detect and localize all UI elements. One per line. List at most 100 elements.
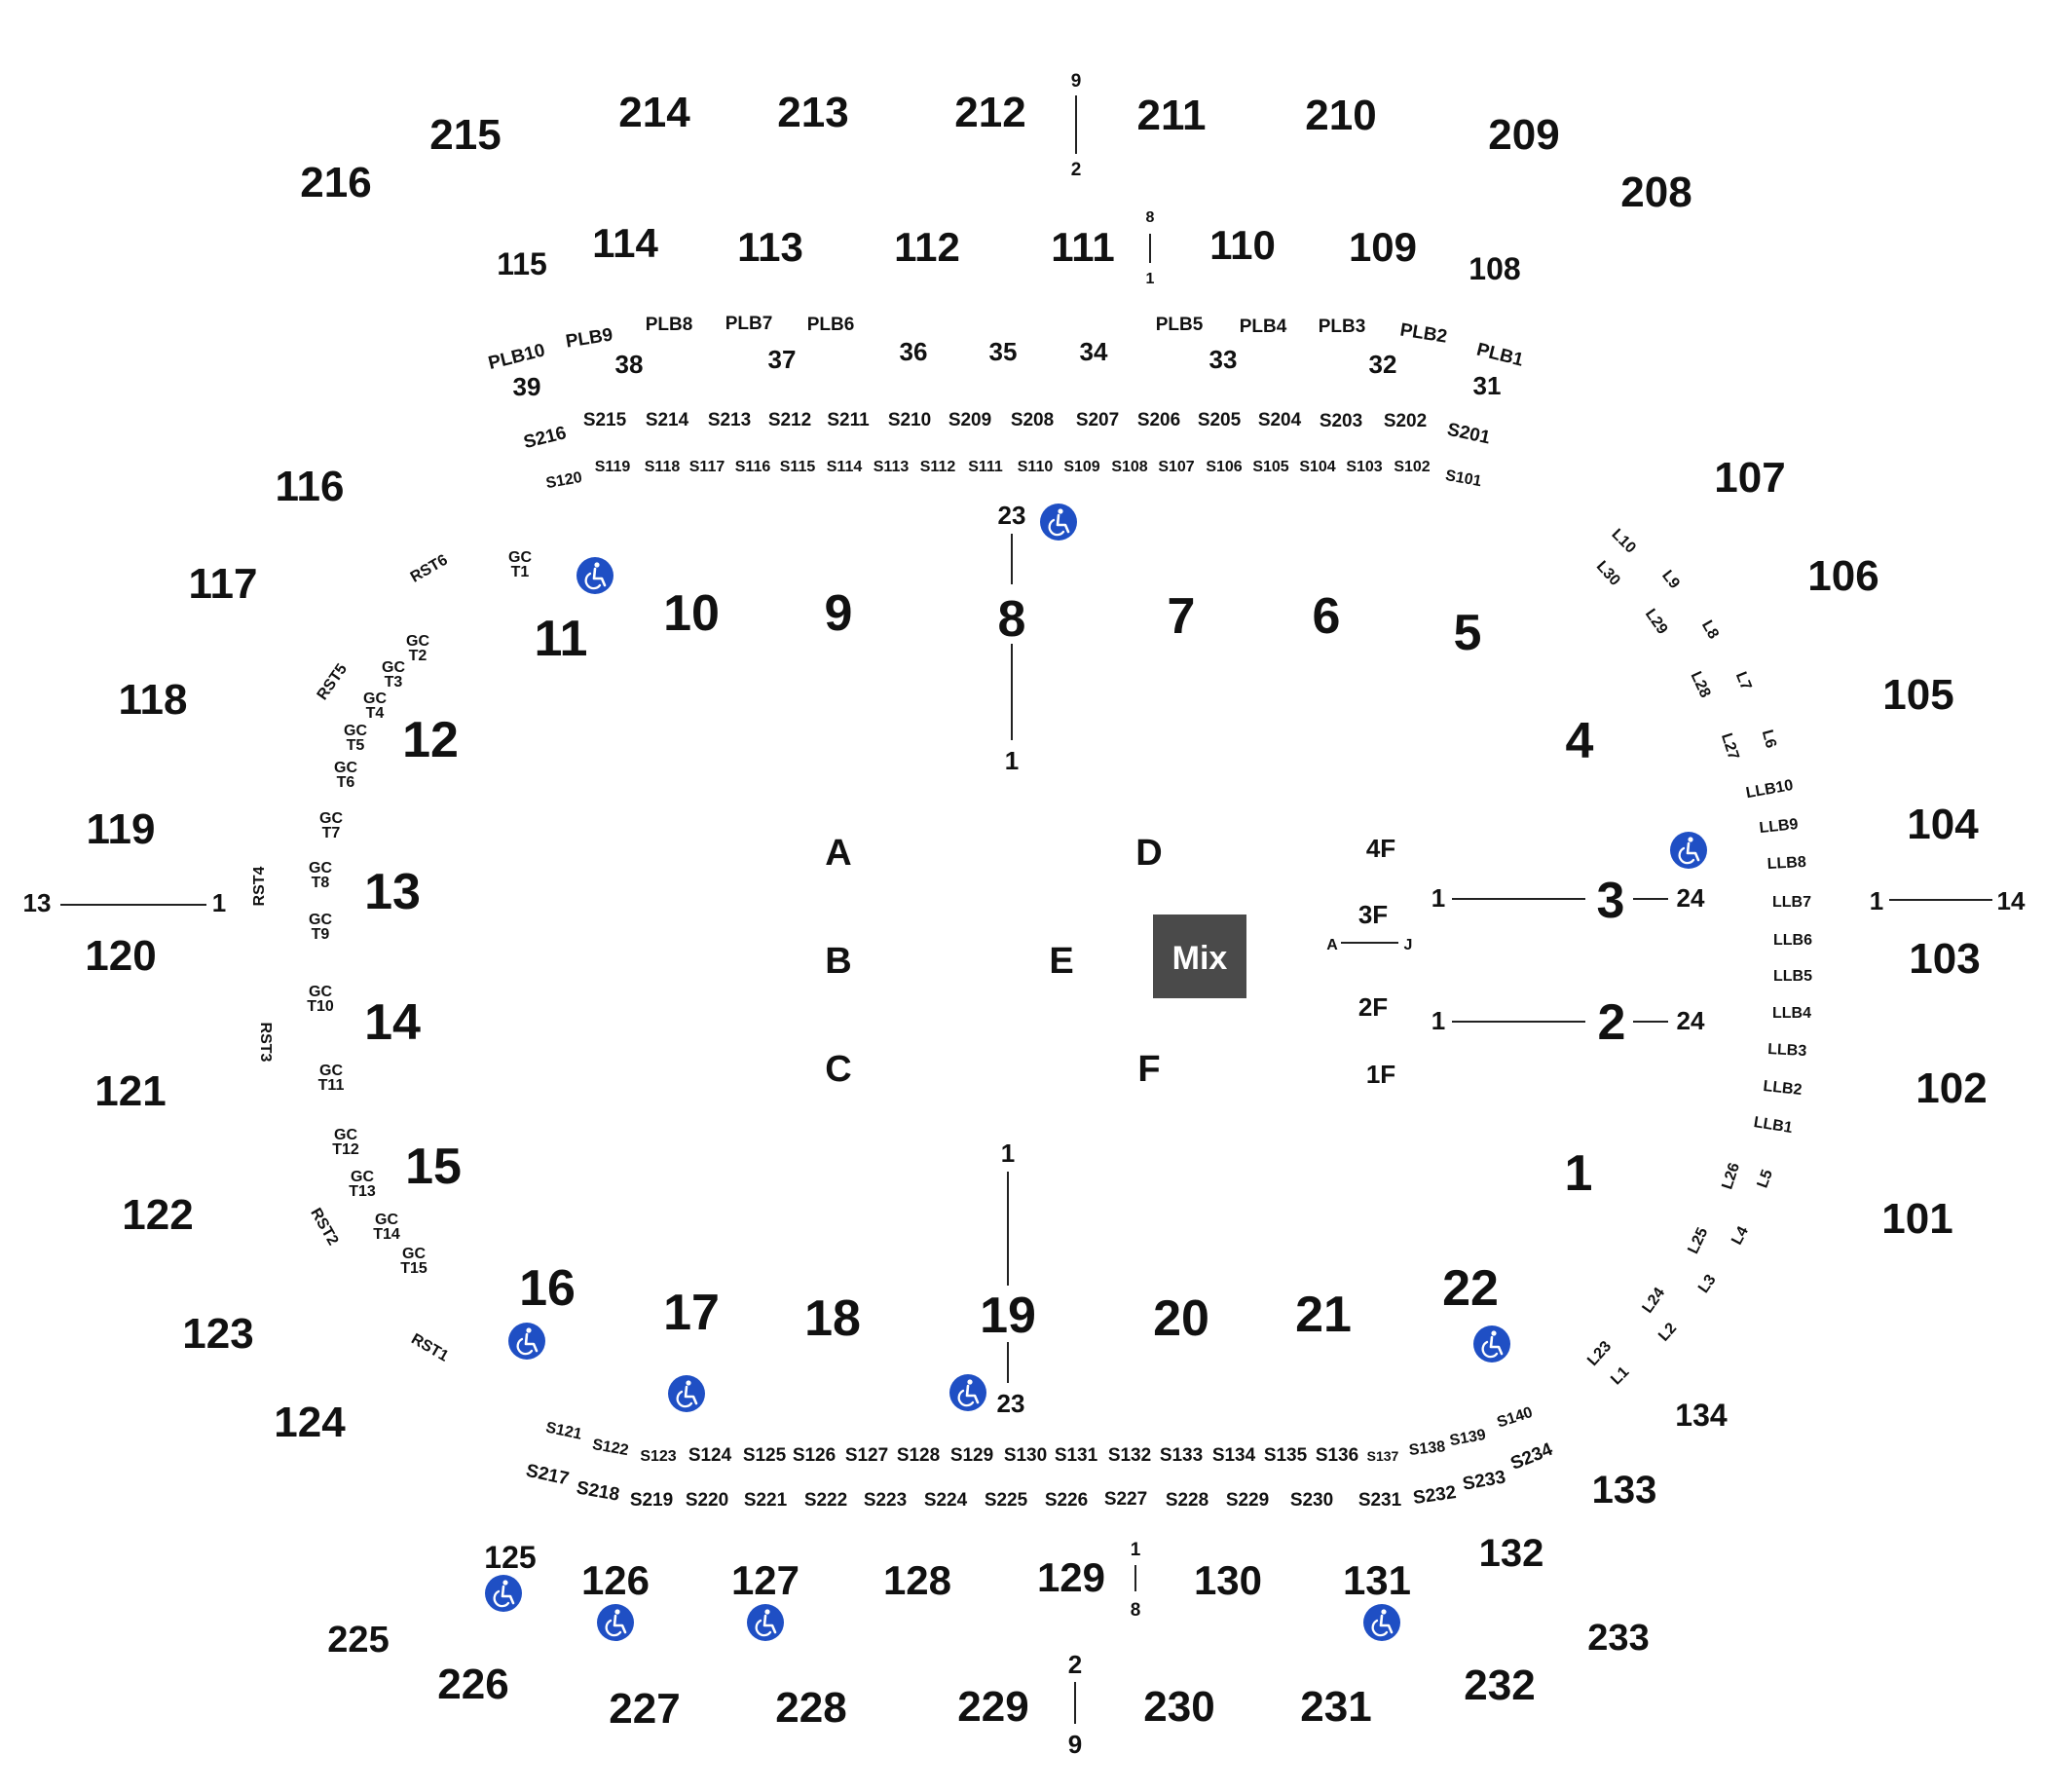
suite-s203[interactable]: S203 [1320,411,1362,431]
suite-s120[interactable]: S120 [544,469,583,492]
suite-s228[interactable]: S228 [1166,1490,1208,1511]
loge-l25[interactable]: L25 [1685,1225,1711,1256]
suite-s137[interactable]: S137 [1367,1448,1399,1464]
section-233[interactable]: 233 [1587,1618,1649,1659]
section-210[interactable]: 210 [1305,92,1376,139]
suite-s213[interactable]: S213 [708,410,751,430]
section-19[interactable]: 19 [980,1288,1036,1344]
box-llb4[interactable]: LLB4 [1772,1005,1811,1022]
suite-s116[interactable]: S116 [735,459,771,475]
section-20[interactable]: 20 [1153,1290,1209,1347]
section-128[interactable]: 128 [883,1557,951,1603]
section-228[interactable]: 228 [775,1684,846,1732]
section-212[interactable]: 212 [954,89,1025,136]
wheelchair-icon[interactable] [666,1373,707,1414]
suite-s216[interactable]: S216 [522,423,569,453]
floor-section-f[interactable]: F [1137,1049,1160,1090]
section-3[interactable]: 3 [1597,873,1625,929]
section-115[interactable]: 115 [497,246,547,281]
box-llb2[interactable]: LLB2 [1763,1078,1803,1099]
section-102[interactable]: 102 [1915,1064,1987,1112]
box-llb1[interactable]: LLB1 [1753,1114,1794,1137]
section-105[interactable]: 105 [1882,671,1953,719]
suite-s110[interactable]: S110 [1018,459,1054,475]
section-125[interactable]: 125 [484,1540,536,1575]
section-129[interactable]: 129 [1037,1554,1105,1600]
suite-s223[interactable]: S223 [864,1490,907,1511]
section-112[interactable]: 112 [894,224,960,270]
suite-s114[interactable]: S114 [827,459,863,475]
box-plb10[interactable]: PLB10 [486,340,546,374]
box-plb7[interactable]: PLB7 [725,314,773,334]
wheelchair-icon[interactable] [506,1321,547,1362]
section-124[interactable]: 124 [274,1399,346,1446]
floor-section-b[interactable]: B [825,941,851,982]
section-127[interactable]: 127 [731,1557,799,1603]
section-104[interactable]: 104 [1907,801,1979,848]
section-38[interactable]: 38 [615,350,644,379]
wheelchair-icon[interactable] [575,555,615,596]
section-110[interactable]: 110 [1209,222,1276,268]
section-117[interactable]: 117 [189,560,258,608]
section-7[interactable]: 7 [1168,588,1196,645]
suite-s135[interactable]: S135 [1264,1445,1308,1466]
suite-s234[interactable]: S234 [1507,1439,1555,1475]
section-226[interactable]: 226 [437,1661,508,1708]
section-109[interactable]: 109 [1349,224,1417,270]
suite-s117[interactable]: S117 [689,459,725,475]
suite-s138[interactable]: S138 [1408,1438,1446,1459]
suite-s211[interactable]: S211 [827,410,870,430]
riser-4f[interactable]: 4F [1366,834,1395,863]
section-106[interactable]: 106 [1807,552,1878,600]
suite-s136[interactable]: S136 [1316,1445,1358,1466]
suite-s201[interactable]: S201 [1445,420,1492,449]
section-2[interactable]: 2 [1598,994,1626,1051]
section-34[interactable]: 34 [1080,337,1108,366]
suite-s230[interactable]: S230 [1290,1490,1333,1511]
section-12[interactable]: 12 [402,712,459,768]
section-10[interactable]: 10 [663,585,720,642]
section-13[interactable]: 13 [364,864,421,920]
suite-s127[interactable]: S127 [845,1445,888,1466]
suite-s215[interactable]: S215 [583,410,627,430]
wheelchair-icon[interactable] [948,1372,988,1413]
suite-s219[interactable]: S219 [630,1490,673,1511]
section-111[interactable]: 111 [1051,224,1114,270]
loge-l7[interactable]: L7 [1732,669,1755,692]
suite-s132[interactable]: S132 [1108,1445,1151,1466]
suite-s118[interactable]: S118 [645,459,681,475]
suite-s206[interactable]: S206 [1137,410,1180,430]
suite-s210[interactable]: S210 [888,410,931,430]
section-132[interactable]: 132 [1479,1532,1544,1575]
suite-s222[interactable]: S222 [804,1490,847,1511]
section-213[interactable]: 213 [777,89,848,136]
suite-s125[interactable]: S125 [743,1445,787,1466]
suite-s131[interactable]: S131 [1055,1445,1098,1466]
suite-s111[interactable]: S111 [968,459,1003,475]
box-llb7[interactable]: LLB7 [1772,894,1811,911]
wheelchair-icon[interactable] [1361,1602,1402,1643]
riser-1f[interactable]: 1F [1366,1060,1395,1089]
section-133[interactable]: 133 [1592,1469,1657,1512]
section-225[interactable]: 225 [327,1620,389,1661]
loge-l23[interactable]: L23 [1584,1338,1615,1369]
loge-l5[interactable]: L5 [1755,1168,1776,1190]
box-llb3[interactable]: LLB3 [1767,1041,1807,1060]
loge-l2[interactable]: L2 [1655,1320,1680,1344]
box-plb3[interactable]: PLB3 [1319,317,1366,337]
suite-s218[interactable]: S218 [575,1477,620,1505]
section-232[interactable]: 232 [1464,1661,1535,1709]
section-101[interactable]: 101 [1881,1195,1952,1243]
section-1[interactable]: 1 [1565,1145,1593,1202]
box-plb8[interactable]: PLB8 [646,315,693,335]
section-209[interactable]: 209 [1488,111,1559,159]
